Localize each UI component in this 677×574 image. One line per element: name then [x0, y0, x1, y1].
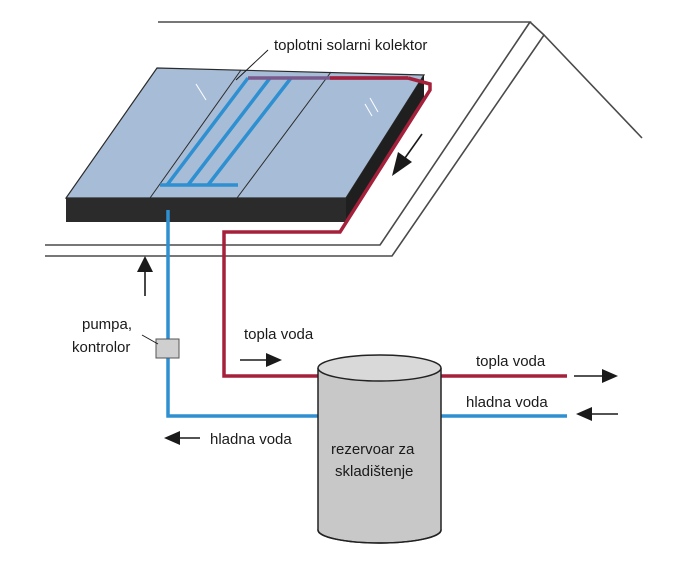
hot-water-out-label: topla voda	[476, 353, 546, 370]
tank-label-line1: rezervoar za	[331, 441, 415, 458]
arrow-left-cold-in	[576, 407, 618, 421]
collector-frame-side	[346, 75, 424, 222]
collector-frame-front	[66, 198, 346, 222]
roof-outline	[45, 21, 643, 257]
solar-collector-panel	[64, 67, 426, 222]
pump-label-line2: kontrolor	[72, 339, 130, 356]
cold-water-pipe-return	[166, 210, 318, 418]
cold-water-out-label: hladna voda	[210, 431, 292, 448]
arrow-down-roof	[392, 133, 423, 176]
collector-label: toplotni solarni kolektor	[274, 37, 427, 54]
cold-water-in-label: hladna voda	[466, 394, 548, 411]
storage-tank	[317, 354, 442, 544]
pump-label-leader	[141, 334, 159, 345]
arrow-left-cold-out	[164, 431, 200, 445]
pump-controller-box	[155, 338, 180, 359]
hot-water-in-label: topla voda	[244, 326, 314, 343]
hot-water-pipe-collector	[222, 76, 432, 378]
pump-label-line1: pumpa,	[82, 316, 132, 333]
arrow-right-hot-in	[240, 353, 282, 367]
arrow-up-cold-return	[137, 256, 153, 296]
arrow-right-hot-out	[574, 369, 618, 383]
absorber-tubes	[160, 76, 408, 187]
collector-label-leader	[235, 49, 269, 81]
tank-label-line2: skladištenje	[335, 463, 413, 480]
